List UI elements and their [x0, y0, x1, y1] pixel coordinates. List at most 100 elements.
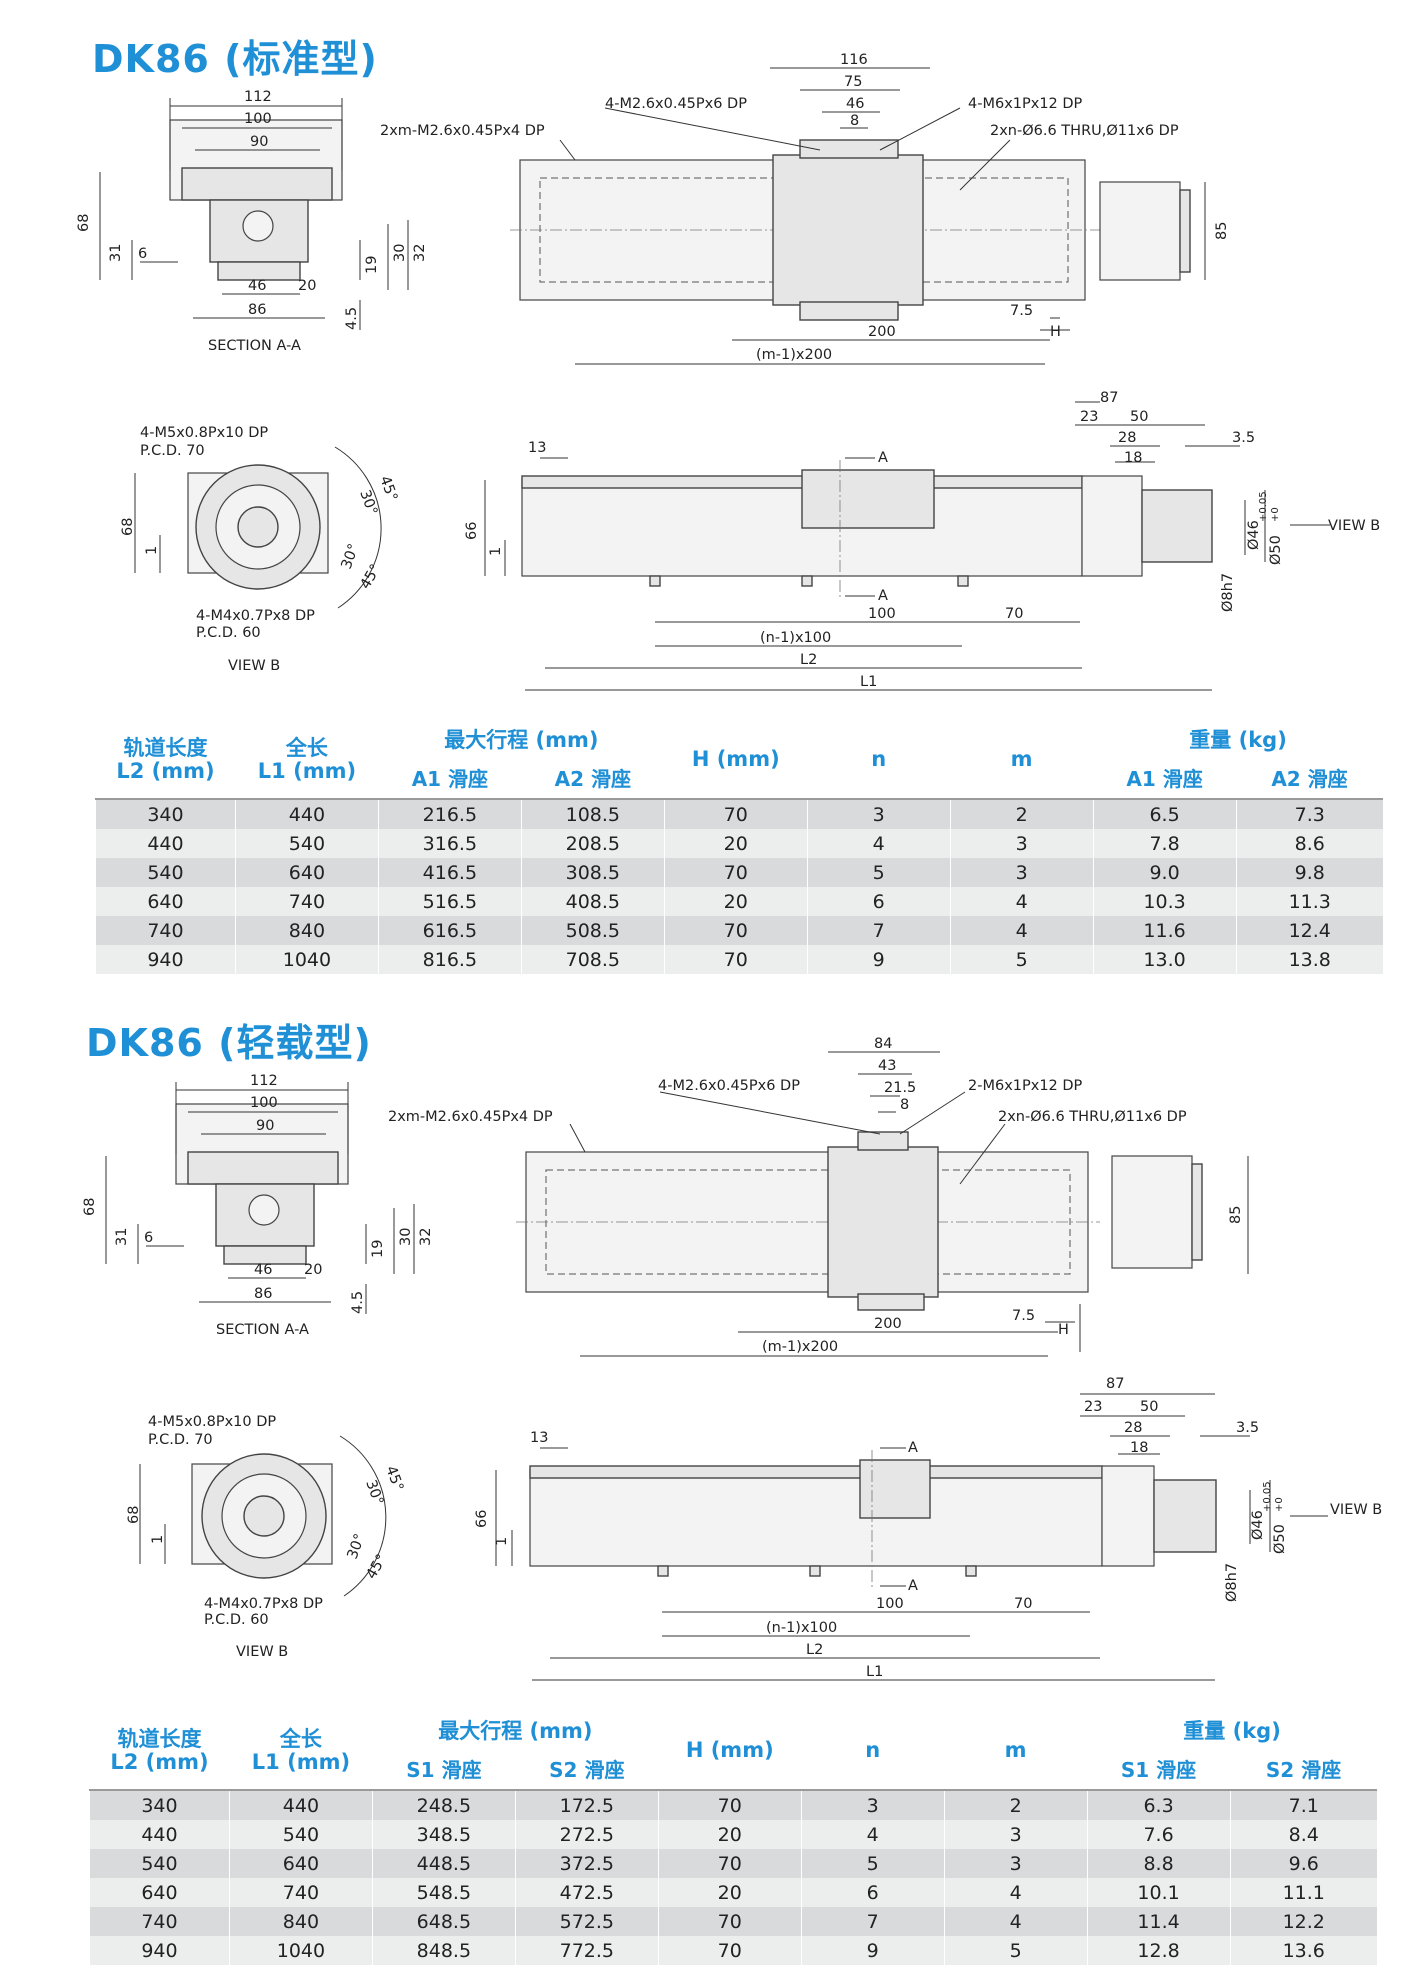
header-stroke-s2: A2 滑座 [521, 760, 665, 799]
drawing-standard: 112 100 90 68 31 6 46 20 86 19 30 32 4.5… [76, 52, 1380, 691]
dim-text: 45° [376, 474, 400, 504]
cell: 940 [89, 1936, 230, 1965]
dim-text: (n-1)x100 [760, 630, 831, 646]
dim-text: 7.5 [1012, 1308, 1035, 1324]
callout-text: 4-M5x0.8Px10 DP [148, 1414, 276, 1430]
cell: 12.2 [1229, 1907, 1377, 1936]
section-a-a-drawing: 112 100 90 68 31 6 46 20 86 19 30 32 4.5… [82, 1073, 434, 1338]
dim-text: 100 [876, 1596, 904, 1612]
section-a-label: SECTION A-A [216, 1322, 309, 1338]
cell: 3 [943, 1820, 1088, 1849]
cell: 4 [949, 887, 1094, 916]
dim-text: 87 [1106, 1376, 1124, 1392]
dim-text: 18 [1124, 450, 1142, 466]
dim-text: 18 [1130, 1440, 1148, 1456]
cell: 11.3 [1235, 887, 1383, 916]
cell: 4 [806, 829, 951, 858]
cell: 13.6 [1229, 1936, 1377, 1965]
cell: 3 [800, 1790, 945, 1820]
dim-text: 30 [398, 1228, 414, 1246]
cell: 10.3 [1092, 887, 1237, 916]
dim-text: Ø50 [1272, 1524, 1288, 1554]
callout-text: 2xm-M2.6x0.45Px4 DP [388, 1109, 553, 1125]
section-title: DK86 (轻载型) [86, 1021, 372, 1065]
dim-text: 1 [150, 1535, 166, 1544]
dim-text: 13 [528, 440, 546, 456]
cell: 20 [657, 1878, 802, 1907]
cell: 440 [228, 1790, 373, 1820]
header-weight-w2: S2 滑座 [1230, 1751, 1377, 1790]
dim-text: 1 [494, 1537, 510, 1546]
view-b-drawing: 4-M5x0.8Px10 DP P.C.D. 70 4-M4x0.7Px8 DP… [120, 425, 400, 674]
dim-text: 85 [1228, 1206, 1244, 1224]
dim-text: L2 [806, 1642, 823, 1658]
cell: 548.5 [371, 1878, 516, 1907]
header-h: H (mm) [664, 722, 808, 799]
dim-text: 112 [244, 89, 272, 105]
cell: 7.3 [1235, 799, 1383, 829]
dim-text: 100 [868, 606, 896, 622]
cell: 70 [657, 1907, 802, 1936]
dim-text: A [908, 1440, 918, 1456]
view-b-label: VIEW B [236, 1644, 288, 1660]
cell: 9.0 [1092, 858, 1237, 887]
dim-text: 45° [364, 1552, 391, 1582]
callout-text: 2xn-Ø6.6 THRU,Ø11x6 DP [990, 123, 1179, 139]
top-view-drawing: 84 43 21.5 8 85 7.5 200 H (m-1)x200 4-M2… [388, 1036, 1249, 1357]
cell: 9.8 [1235, 858, 1383, 887]
cell: 20 [657, 1820, 802, 1849]
cell: 7 [806, 916, 951, 945]
cell: 5 [806, 858, 951, 887]
side-view-drawing: 87 23 50 28 18 3.5 13 66 1 A A 100 70 (n… [464, 390, 1380, 691]
dim-text: 21.5 [884, 1080, 916, 1096]
cell: 6 [806, 887, 951, 916]
cell: 70 [657, 1849, 802, 1878]
dim-text: 100 [244, 111, 272, 127]
cell: 6.3 [1086, 1790, 1231, 1820]
drawing-light: 112 100 90 68 31 6 46 20 86 19 30 32 4.5… [82, 1036, 1382, 1681]
dim-text: 4.5 [344, 307, 360, 330]
dim-text: 3.5 [1236, 1420, 1259, 1436]
cell: 816.5 [377, 945, 522, 974]
cell: 740 [228, 1878, 373, 1907]
dim-text: 1 [144, 546, 160, 555]
dim-text: 200 [874, 1316, 902, 1332]
dim-text: +0 [1274, 1497, 1285, 1512]
dim-text: 20 [304, 1262, 322, 1278]
dim-text: (m-1)x200 [756, 347, 832, 363]
cell: 70 [663, 858, 808, 887]
section-a-label: SECTION A-A [208, 338, 301, 354]
dim-text: 90 [250, 134, 268, 150]
header-rail-unit: L2 (mm) [116, 759, 215, 783]
dim-text: 8 [900, 1097, 909, 1113]
dim-text: 8 [850, 113, 859, 129]
dim-text: 68 [120, 518, 136, 536]
top-view-drawing: 116 75 46 8 85 7.5 200 H (m-1)x200 4-M2.… [380, 52, 1230, 365]
dim-text: 68 [126, 1506, 142, 1524]
cell: 4 [800, 1820, 945, 1849]
cell: 20 [663, 887, 808, 916]
cell: 11.4 [1086, 1907, 1231, 1936]
dim-text: 28 [1124, 1420, 1142, 1436]
dim-text: H [1058, 1322, 1069, 1338]
cell: 572.5 [514, 1907, 659, 1936]
cell: 5 [800, 1849, 945, 1878]
header-stroke-s1: A1 滑座 [378, 760, 522, 799]
cell: 13.8 [1235, 945, 1383, 974]
callout-text: 4-M6x1Px12 DP [968, 96, 1083, 112]
dim-text: 87 [1100, 390, 1118, 406]
header-stroke: 最大行程 (mm) [372, 1713, 659, 1751]
dim-text: 4.5 [350, 1291, 366, 1314]
dim-text: L2 [800, 652, 817, 668]
cell: 108.5 [520, 799, 665, 829]
dim-text: 30 [392, 244, 408, 262]
cell: 472.5 [514, 1878, 659, 1907]
